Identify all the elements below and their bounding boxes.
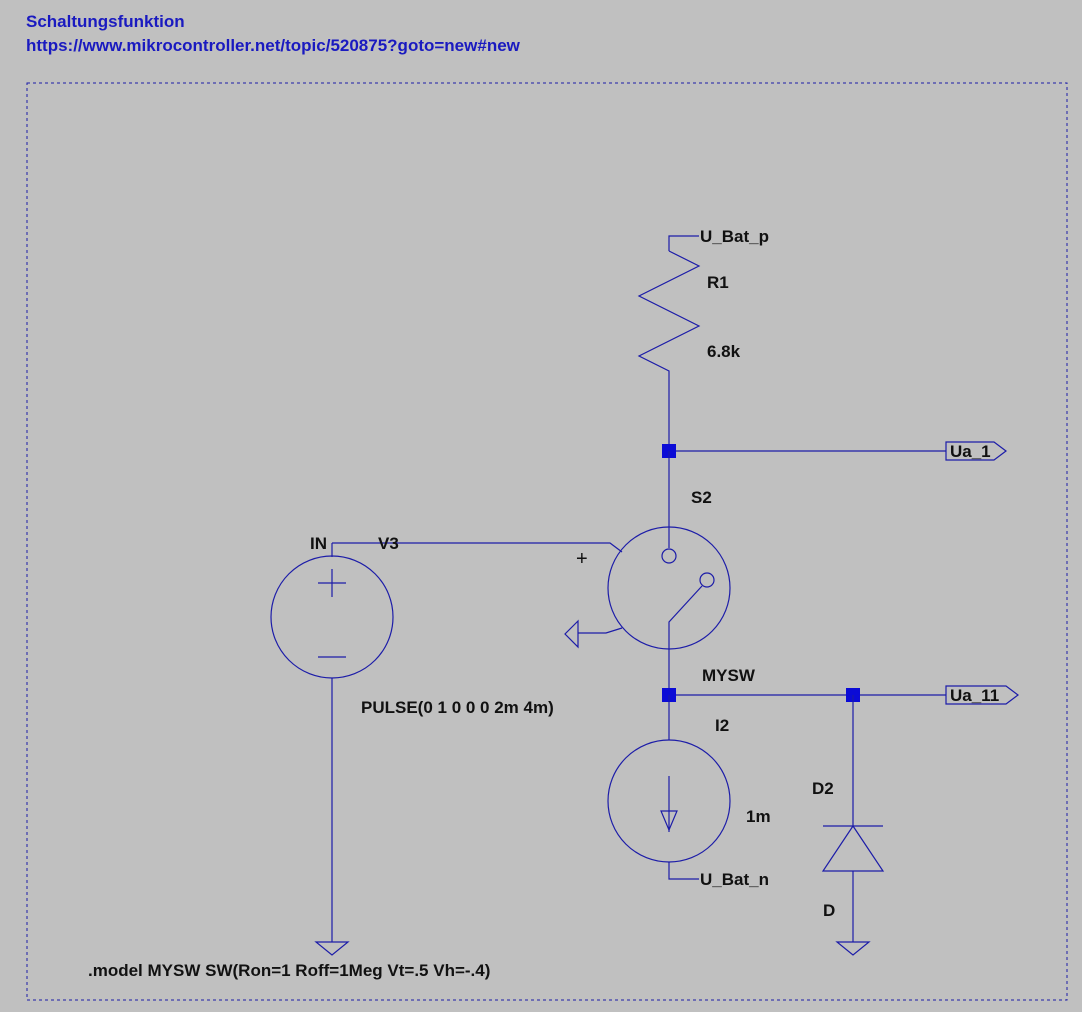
- i2-value-label: 1m: [746, 807, 771, 826]
- schematic-title: Schaltungsfunktion: [26, 12, 185, 31]
- current-source-i2[interactable]: [607, 695, 731, 880]
- schematic-url: https://www.mikrocontroller.net/topic/52…: [26, 36, 521, 55]
- spice-directive[interactable]: .model MYSW SW(Ron=1 Roff=1Meg Vt=.5 Vh=…: [88, 961, 490, 980]
- resistor-r1[interactable]: [637, 250, 701, 452]
- d2-name-label: D2: [812, 779, 834, 798]
- v3-name-label: V3: [378, 534, 399, 553]
- net-label-u-bat-p: U_Bat_p: [700, 227, 769, 246]
- voltage-source-v3[interactable]: [270, 543, 394, 956]
- s2-name-label: S2: [691, 488, 712, 507]
- net-flag-ua-1[interactable]: Ua_1: [945, 441, 1007, 461]
- s2-plus-sign: +: [576, 548, 588, 570]
- d2-value-label: D: [823, 901, 835, 920]
- net-u-bat-p[interactable]: U_Bat_p: [668, 227, 769, 251]
- dashed-frame: [26, 82, 1068, 1001]
- net-label-in: IN: [310, 534, 327, 553]
- net-label-ua-1: Ua_1: [950, 442, 991, 461]
- switch-s2[interactable]: [332, 451, 731, 695]
- r1-value-label: 6.8k: [707, 342, 741, 361]
- net-flag-ua-11[interactable]: Ua_11: [945, 685, 1019, 705]
- r1-name-label: R1: [707, 273, 729, 292]
- diode-d2[interactable]: [821, 695, 885, 956]
- s2-model-label: MYSW: [702, 666, 756, 685]
- v3-value-label: PULSE(0 1 0 0 0 2m 4m): [361, 698, 554, 717]
- net-label-ua-11: Ua_11: [950, 686, 999, 705]
- net-label-u-bat-n: U_Bat_n: [700, 870, 769, 889]
- i2-name-label: I2: [715, 716, 729, 735]
